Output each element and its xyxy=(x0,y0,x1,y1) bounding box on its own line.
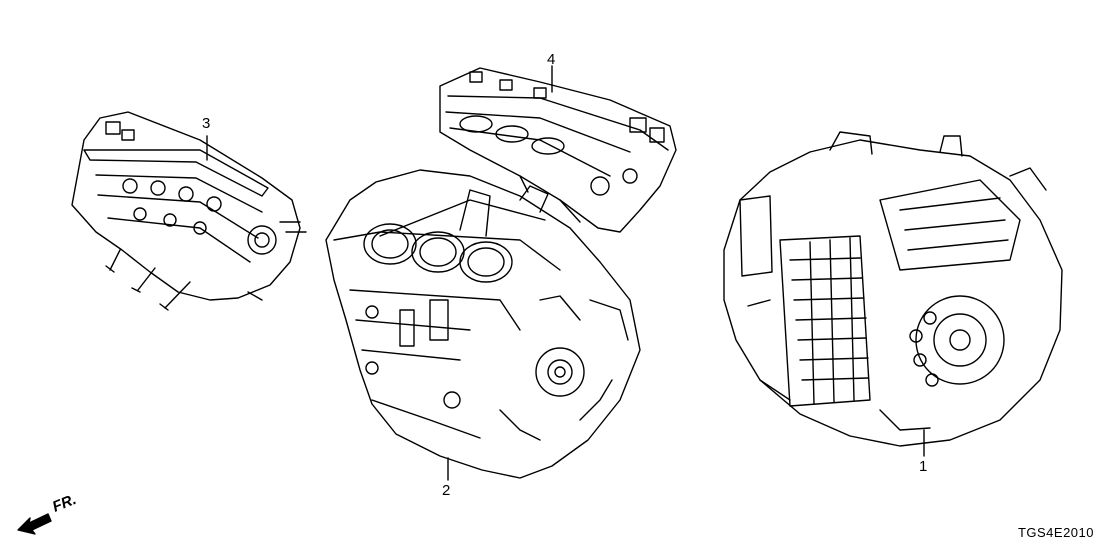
cylinder-head-rear xyxy=(439,67,677,233)
callout-item-3: 3 xyxy=(202,115,211,132)
callout-item-4: 4 xyxy=(547,51,556,68)
callout-item-1: 1 xyxy=(919,458,928,475)
engine-block xyxy=(325,169,641,479)
diagram-code: TGS4E2010 xyxy=(1017,525,1094,540)
cylinder-head-front xyxy=(71,111,307,311)
front-direction-arrow-icon xyxy=(17,513,52,535)
transmission xyxy=(723,131,1063,447)
callout-item-2: 2 xyxy=(442,482,451,499)
